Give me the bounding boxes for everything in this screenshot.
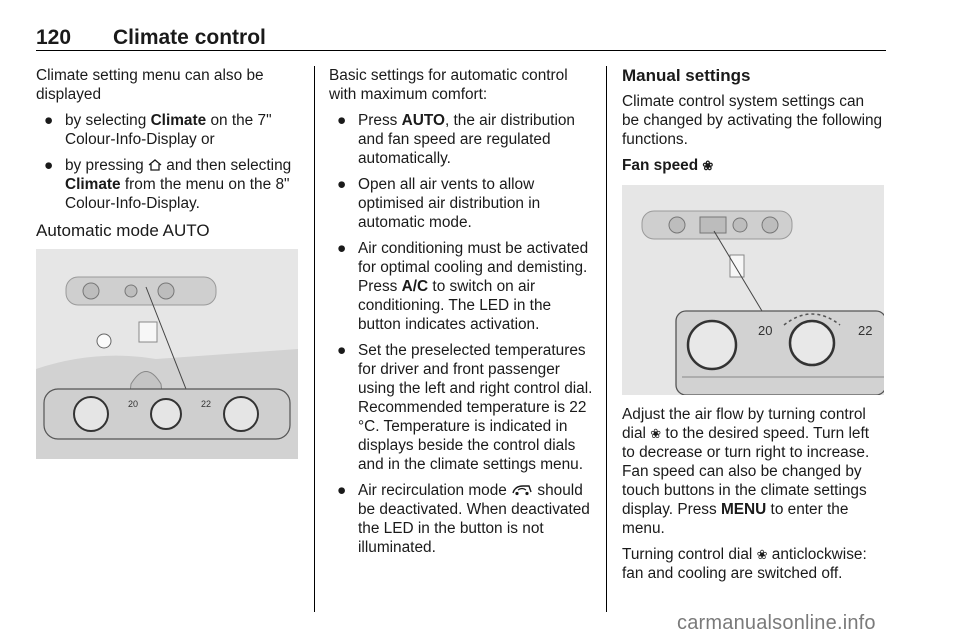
subheading-fan-speed: Fan speed ❀ <box>622 157 714 174</box>
list-item: ●Air recirculation mode should be deacti… <box>337 482 590 556</box>
svg-text:22: 22 <box>858 323 872 338</box>
col2-intro: Basic settings for automatic control wit… <box>329 67 568 103</box>
column-divider <box>314 66 315 612</box>
page-header: 120 Climate control <box>36 20 886 51</box>
page-title: Climate control <box>113 26 266 49</box>
column-2: Basic settings for automatic control wit… <box>329 66 594 564</box>
column-3: Manual settings Climate control system s… <box>622 66 884 590</box>
list-item: ●Press AUTO, the air distribution and fa… <box>337 112 575 167</box>
home-icon <box>148 157 162 174</box>
section-heading-manual: Manual settings <box>622 66 751 85</box>
climate-panel-photo: 20 22 <box>36 249 298 459</box>
svg-text:20: 20 <box>758 323 772 338</box>
recirculation-icon <box>511 482 533 499</box>
svg-text:20: 20 <box>128 399 138 409</box>
section-heading-auto: Automatic mode AUTO <box>36 221 210 240</box>
col3-intro: Climate control system settings can be c… <box>622 93 883 148</box>
column-divider <box>606 66 607 612</box>
list-item: ●by selecting Climate on the 7" Colour-I… <box>44 112 272 148</box>
fan-icon: ❀ <box>650 426 662 441</box>
list-item: ●Air conditioning must be activated for … <box>337 240 589 333</box>
col3-paragraph-2: Turning control dial ❀ anticlockwise: fa… <box>622 546 867 582</box>
fan-speed-panel-photo: 20 22 <box>622 185 884 395</box>
watermark: carmanualsonline.info <box>677 612 876 634</box>
list-item: ●by pressing and then selecting Climate … <box>44 157 292 212</box>
col2-list: ●Press AUTO, the air distribution and fa… <box>329 111 594 557</box>
fan-icon: ❀ <box>702 158 714 173</box>
fan-icon: ❀ <box>756 547 768 562</box>
page-number: 120 <box>36 26 72 49</box>
column-1: Climate setting menu can also be display… <box>36 66 302 459</box>
col1-list: ●by selecting Climate on the 7" Colour-I… <box>36 111 302 213</box>
col3-paragraph-1: Adjust the air flow by turning control d… <box>622 406 870 537</box>
list-item: ●Set the preselected temperatures for dr… <box>337 342 593 473</box>
list-item: ●Open all air vents to allow optimised a… <box>337 176 541 231</box>
col1-intro: Climate setting menu can also be display… <box>36 67 264 103</box>
svg-text:22: 22 <box>201 399 211 409</box>
